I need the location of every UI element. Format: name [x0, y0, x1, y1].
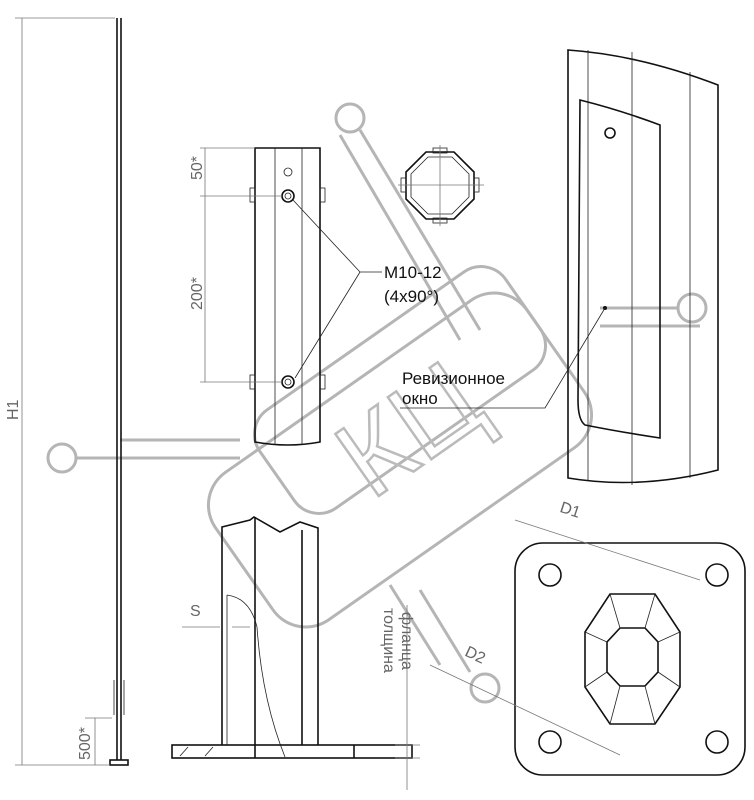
flange-thickness-label-1: толщина	[380, 608, 397, 673]
bolt-spec-label: M10-12	[384, 263, 442, 282]
watermark: КЦ	[46, 102, 708, 704]
dim-50-label: 50*	[189, 156, 206, 180]
base-500-label: 500*	[77, 727, 94, 760]
d1-label: D1	[558, 499, 583, 522]
bolt-section-view: 50* 200* M10-12 (4x90°)	[189, 147, 442, 446]
bolt-arrangement-label: (4x90°)	[384, 287, 439, 306]
inspection-window-label-1: Ревизионное	[402, 369, 505, 388]
dim-200-label: 200*	[189, 277, 206, 310]
flange-plan-view: D1 D2	[429, 499, 746, 776]
flange-section-view: S толщина фланца	[171, 516, 420, 790]
inspection-window-label-2: окно	[402, 389, 438, 408]
watermark-text: КЦ	[315, 337, 505, 521]
h1-label: H1	[5, 399, 22, 420]
pole-overview: H1 500*	[5, 17, 129, 766]
octagon-cross-section	[398, 145, 484, 226]
flange-thickness-label-2: фланца	[398, 612, 415, 670]
inspection-window-view: Ревизионное окно	[400, 49, 719, 485]
wall-thickness-label: S	[190, 603, 201, 620]
